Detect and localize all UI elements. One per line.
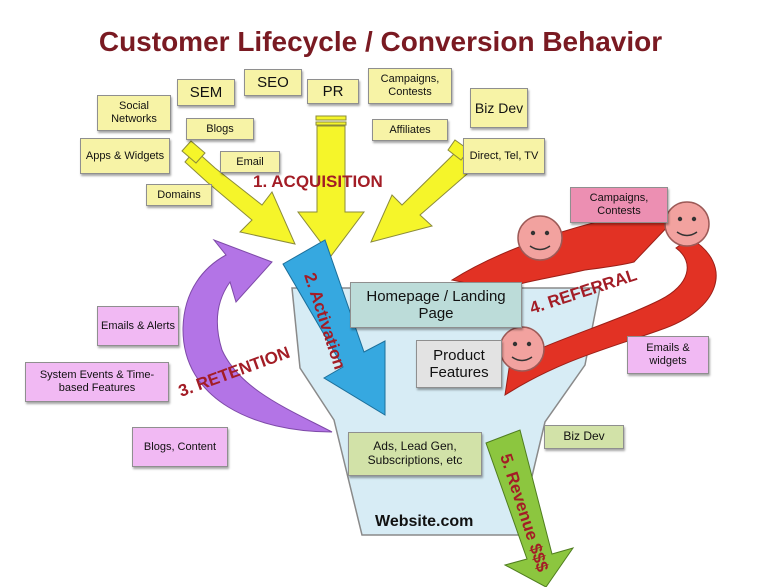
emails-alerts-box: Emails & Alerts xyxy=(97,306,179,346)
smiley-icon xyxy=(664,201,710,247)
ads-lead-gen-box: Ads, Lead Gen, Subscriptions, etc xyxy=(348,432,482,476)
social-networks-box: Social Networks xyxy=(97,95,171,131)
website-biz-dev-box: Biz Dev xyxy=(544,425,624,449)
referral-campaigns-box: Campaigns, Contests xyxy=(570,187,668,223)
retention-arrow xyxy=(182,238,333,433)
page-title: Customer Lifecycle / Conversion Behavior xyxy=(98,26,663,57)
blogs-content-box: Blogs, Content xyxy=(132,427,228,467)
seo-box: SEO xyxy=(244,69,302,96)
website-label: Website.com xyxy=(375,513,474,530)
acquisition-label: 1. ACQUISITION xyxy=(253,172,383,191)
revenue-arrow xyxy=(485,429,575,587)
affiliates-box: Affiliates xyxy=(372,119,448,141)
apps-widgets-box: Apps & Widgets xyxy=(80,138,170,174)
emails-widgets-box: Emails & widgets xyxy=(627,336,709,374)
biz-dev-box: Biz Dev xyxy=(470,88,528,128)
product-features-box: Product Features xyxy=(416,340,502,388)
homepage-landing-box: Homepage / Landing Page xyxy=(350,282,522,328)
smiley-icon xyxy=(499,326,545,372)
sem-box: SEM xyxy=(177,79,235,106)
direct-tel-tv-box: Direct, Tel, TV xyxy=(463,138,545,174)
activation-arrow xyxy=(282,239,386,416)
referral-return-arrow xyxy=(504,237,717,397)
acquisition-arrows xyxy=(181,115,475,257)
smiley-icon xyxy=(517,215,563,261)
email-box: Email xyxy=(220,151,280,173)
domains-box: Domains xyxy=(146,184,212,206)
blogs-box: Blogs xyxy=(186,118,254,140)
campaigns-contests-box: Campaigns, Contests xyxy=(368,68,452,104)
system-events-box: System Events & Time-based Features xyxy=(25,362,169,402)
pr-box: PR xyxy=(307,79,359,104)
